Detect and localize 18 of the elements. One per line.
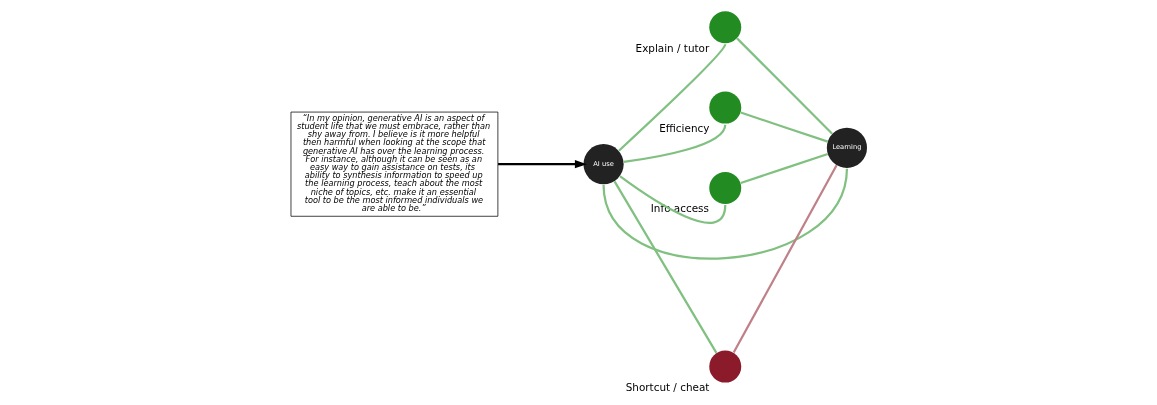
node-box: “In my opinion, generative AI is an aspect of student life that we must embrace, rather than shy away from. I believe is it more helpful then harmful when looking at the scope that generative AI has over the learning process. For instance, although it can be seen as an easy way to gain assistance on tests, its ability to synthesis information to speed up the learning process, teach about the most niche of topics, etc. make it an essential tool to be the most informed individuals we are able to be.”	[290, 111, 498, 217]
connector	[735, 37, 833, 135]
connector	[739, 111, 828, 143]
node-label: Shortcut / cheat	[625, 380, 709, 393]
connector	[618, 175, 726, 224]
connector	[739, 152, 828, 185]
node-circle	[708, 11, 741, 44]
node-label: Explain / tutor	[635, 41, 709, 54]
connector	[732, 164, 838, 354]
node-circle	[708, 91, 741, 124]
arrow	[497, 160, 587, 169]
connector	[613, 180, 717, 354]
node-label: Efficiency	[658, 121, 709, 134]
connector	[617, 43, 726, 152]
node-circle	[708, 350, 741, 383]
connector	[601, 168, 848, 260]
connector	[623, 124, 726, 164]
node-circle	[708, 172, 741, 204]
